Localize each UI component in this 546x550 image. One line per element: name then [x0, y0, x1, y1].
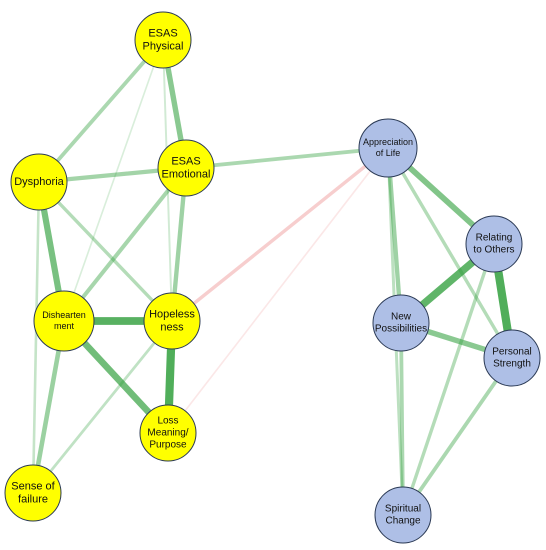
- node-circle-esas-emotional: [157, 139, 215, 197]
- node-label-appreciation-of-life: Appreciation: [363, 137, 413, 147]
- node-label-spiritual-change: Spiritual: [385, 504, 421, 515]
- edge-personal-strength-spiritual-change: [401, 356, 514, 517]
- node-layer: ESASPhysicalESASEmotionalDysphoriaDishea…: [4, 11, 541, 544]
- node-label-relating-to-others: to Others: [473, 245, 514, 256]
- node-label-personal-strength: Strength: [493, 359, 531, 370]
- edge-relating-to-others-spiritual-change: [401, 242, 496, 517]
- node-circle-personal-strength: [483, 329, 541, 387]
- node-hopelessness: Hopeless ness: [143, 292, 201, 350]
- node-circle-spiritual-change: [374, 486, 432, 544]
- node-circle-dysphoria: [10, 153, 68, 211]
- node-circle-relating-to-others: [465, 215, 523, 273]
- edge-esas-physical-dysphoria: [37, 38, 165, 184]
- node-label-esas-emotional: Emotional: [162, 169, 211, 181]
- node-circle-appreciation-of-life: [358, 118, 418, 178]
- node-label-new-possibilities: New: [391, 312, 412, 323]
- node-label-disheartenement: ment: [54, 321, 75, 331]
- edge-hopelessness-appreciation-of-life: [170, 146, 390, 323]
- node-label-esas-emotional: ESAS: [171, 155, 200, 167]
- edge-layer: [30, 37, 517, 517]
- node-label-hopelessness: ness: [160, 322, 184, 334]
- node-label-spiritual-change: Change: [385, 516, 420, 527]
- node-circle-loss-meaning: [139, 404, 197, 462]
- node-label-sense-of-failure: Sense of: [11, 480, 55, 492]
- node-circle-disheartenement: [33, 290, 95, 352]
- node-label-appreciation-of-life: of Life: [376, 148, 401, 158]
- node-label-loss-meaning: Meaning/: [147, 428, 188, 439]
- node-label-hopelessness: Hopeless: [149, 308, 195, 320]
- edge-new-possibilities-spiritual-change: [399, 321, 405, 517]
- node-sense-of-failure: Sense of failure: [4, 464, 62, 522]
- edge-loss-meaning-appreciation-of-life: [167, 147, 389, 434]
- edge-dysphoria-sense-of-failure: [31, 180, 41, 495]
- edge-dysphoria-hopelessness: [37, 180, 174, 323]
- node-label-loss-meaning: Purpose: [149, 440, 187, 451]
- node-circle-sense-of-failure: [4, 464, 62, 522]
- node-esas-physical: ESAS Physical: [134, 11, 192, 69]
- edge-hopelessness-sense-of-failure: [31, 319, 174, 495]
- node-circle-new-possibilities: [372, 294, 430, 352]
- node-label-esas-physical: ESAS: [148, 27, 177, 39]
- node-circle-hopelessness: [143, 292, 201, 350]
- node-label-new-possibilities: Possibilities: [375, 324, 427, 335]
- node-label-sense-of-failure: failure: [18, 494, 48, 506]
- node-label-relating-to-others: Relating: [476, 233, 513, 244]
- node-label-loss-meaning: Loss: [157, 416, 178, 427]
- edge-esas-emotional-disheartenement: [61, 165, 189, 324]
- node-label-personal-strength: Personal: [492, 347, 531, 358]
- node-esas-emotional: ESAS Emotional: [157, 139, 215, 197]
- node-dysphoria: Dysphoria: [10, 153, 68, 211]
- edge-esas-physical-disheartenement: [63, 39, 164, 322]
- node-circle-esas-physical: [134, 11, 192, 69]
- node-label-esas-physical: Physical: [143, 41, 184, 53]
- edge-esas-emotional-appreciation-of-life: [184, 146, 390, 170]
- edge-appreciation-of-life-personal-strength: [386, 146, 514, 360]
- node-label-disheartenement: Dishearten: [42, 310, 86, 320]
- node-label-dysphoria: Dysphoria: [14, 176, 64, 188]
